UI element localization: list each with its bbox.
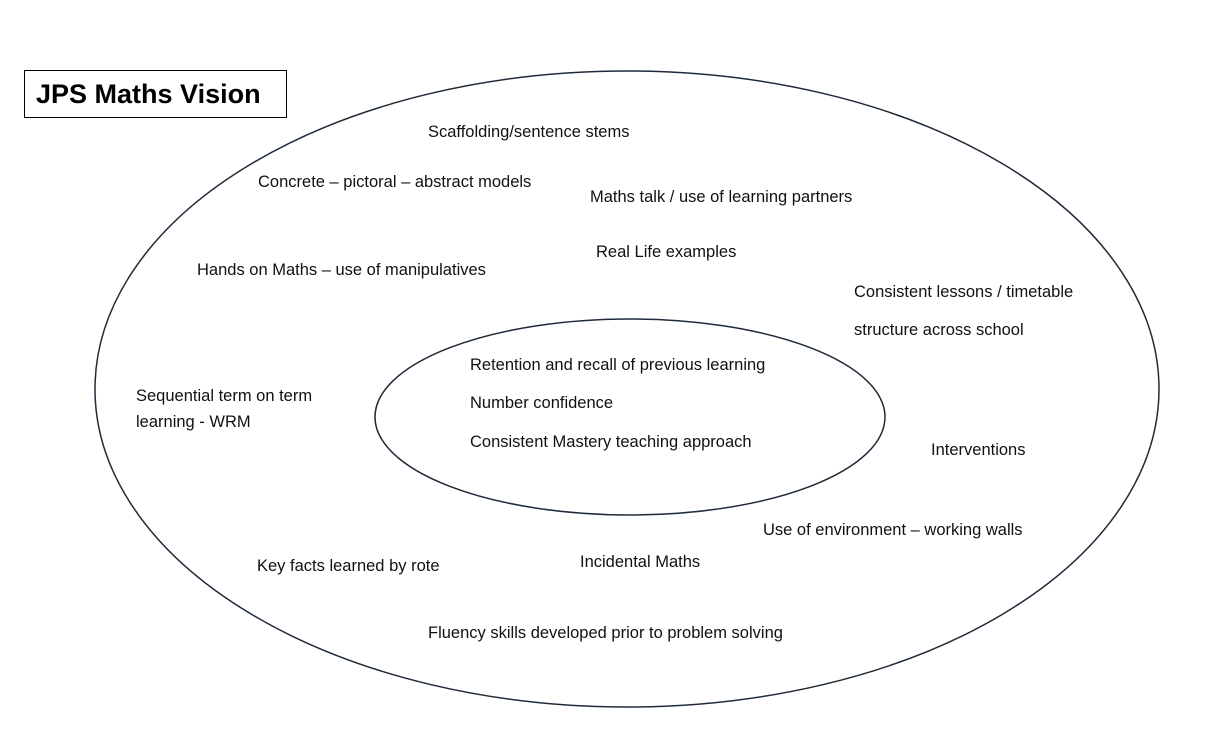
label-mastery-approach: Consistent Mastery teaching approach	[470, 433, 752, 451]
label-hands-on-maths: Hands on Maths – use of manipulatives	[197, 261, 486, 279]
label-maths-talk: Maths talk / use of learning partners	[590, 188, 853, 206]
label-key-facts: Key facts learned by rote	[257, 557, 440, 575]
label-scaffolding: Scaffolding/sentence stems	[428, 123, 630, 141]
label-concrete-pictoral-abstract: Concrete – pictoral – abstract models	[258, 173, 532, 191]
label-incidental-maths: Incidental Maths	[580, 553, 701, 571]
page-title: JPS Maths Vision	[24, 70, 287, 118]
label-number-confidence: Number confidence	[470, 394, 614, 412]
label-consistent-lessons-line1: Consistent lessons / timetable	[854, 283, 1074, 301]
label-real-life-examples: Real Life examples	[596, 243, 737, 261]
label-retention-recall: Retention and recall of previous learnin…	[470, 356, 766, 374]
inner-ellipse	[374, 318, 886, 516]
label-interventions: Interventions	[931, 441, 1026, 459]
label-use-of-environment: Use of environment – working walls	[763, 521, 1023, 539]
label-sequential-line2: learning - WRM	[136, 413, 251, 431]
label-consistent-lessons-line2: structure across school	[854, 321, 1024, 339]
outer-ellipse	[94, 70, 1160, 708]
label-fluency-skills: Fluency skills developed prior to proble…	[428, 624, 783, 642]
label-sequential-line1: Sequential term on term	[136, 387, 313, 405]
